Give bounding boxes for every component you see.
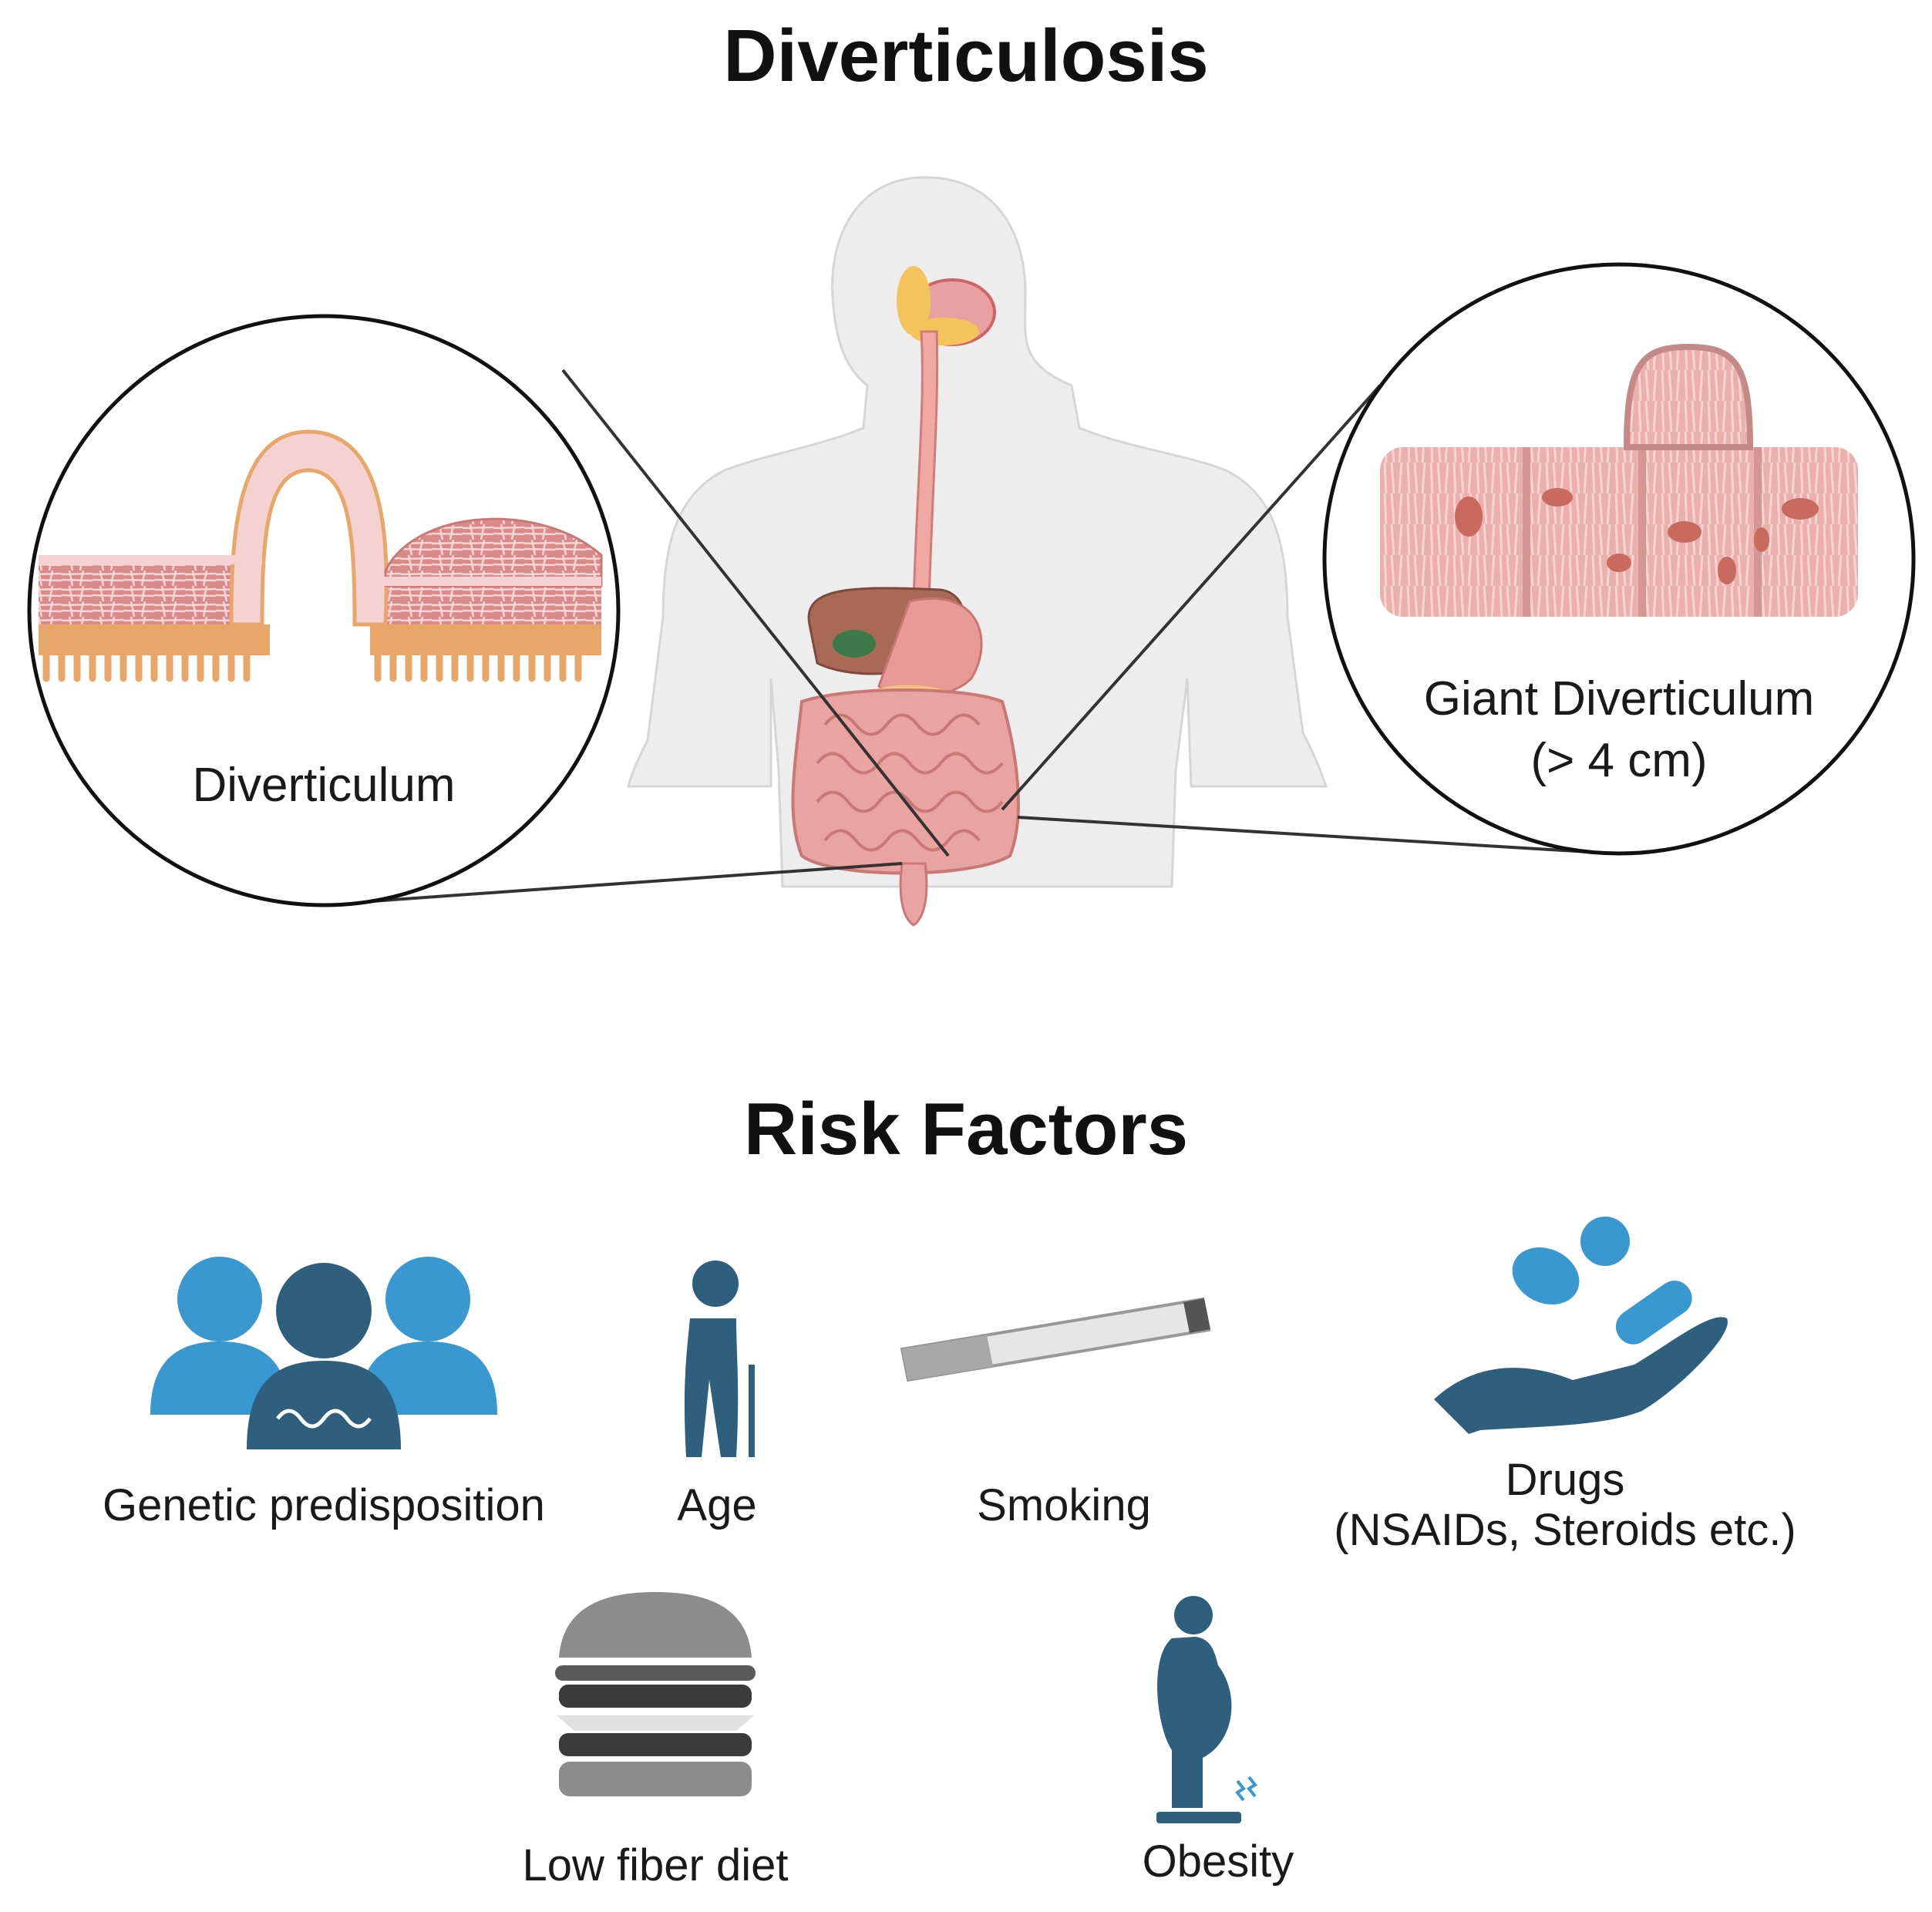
diverticulum-label: Diverticulum	[192, 759, 456, 812]
giant-diverticulum-inset	[1322, 262, 1916, 856]
elderly-person-with-cane-icon	[684, 1261, 755, 1457]
diverticulum-inset	[27, 314, 621, 907]
zoom-connector-lines	[338, 369, 1589, 905]
dna-people-icon	[150, 1257, 497, 1449]
burger-icon	[555, 1592, 756, 1796]
risk-genetic-label: Genetic predisposition	[103, 1480, 545, 1530]
risk-obesity-label: Obesity	[1142, 1836, 1294, 1887]
risk-low-fiber-label: Low fiber diet	[522, 1840, 789, 1890]
obese-person-on-scale-icon	[1156, 1596, 1257, 1823]
giant-diverticulum-label: Giant Diverticulum	[1423, 672, 1815, 725]
risk-drugs-examples-label: (NSAIDs, Steroids etc.)	[1334, 1505, 1796, 1555]
risk-age-label: Age	[677, 1480, 757, 1530]
risk-factors-title: Risk Factors	[743, 1088, 1189, 1170]
risk-smoking-label: Smoking	[977, 1480, 1151, 1530]
risk-drugs-label: Drugs	[1505, 1455, 1625, 1505]
cigarette-icon	[900, 1297, 1211, 1382]
page-title: Diverticulosis	[723, 15, 1209, 97]
digestive-tract	[791, 266, 1020, 927]
pills-in-hand-icon	[1434, 1217, 1728, 1434]
giant-diverticulum-size-label: (> 4 cm)	[1530, 734, 1708, 787]
